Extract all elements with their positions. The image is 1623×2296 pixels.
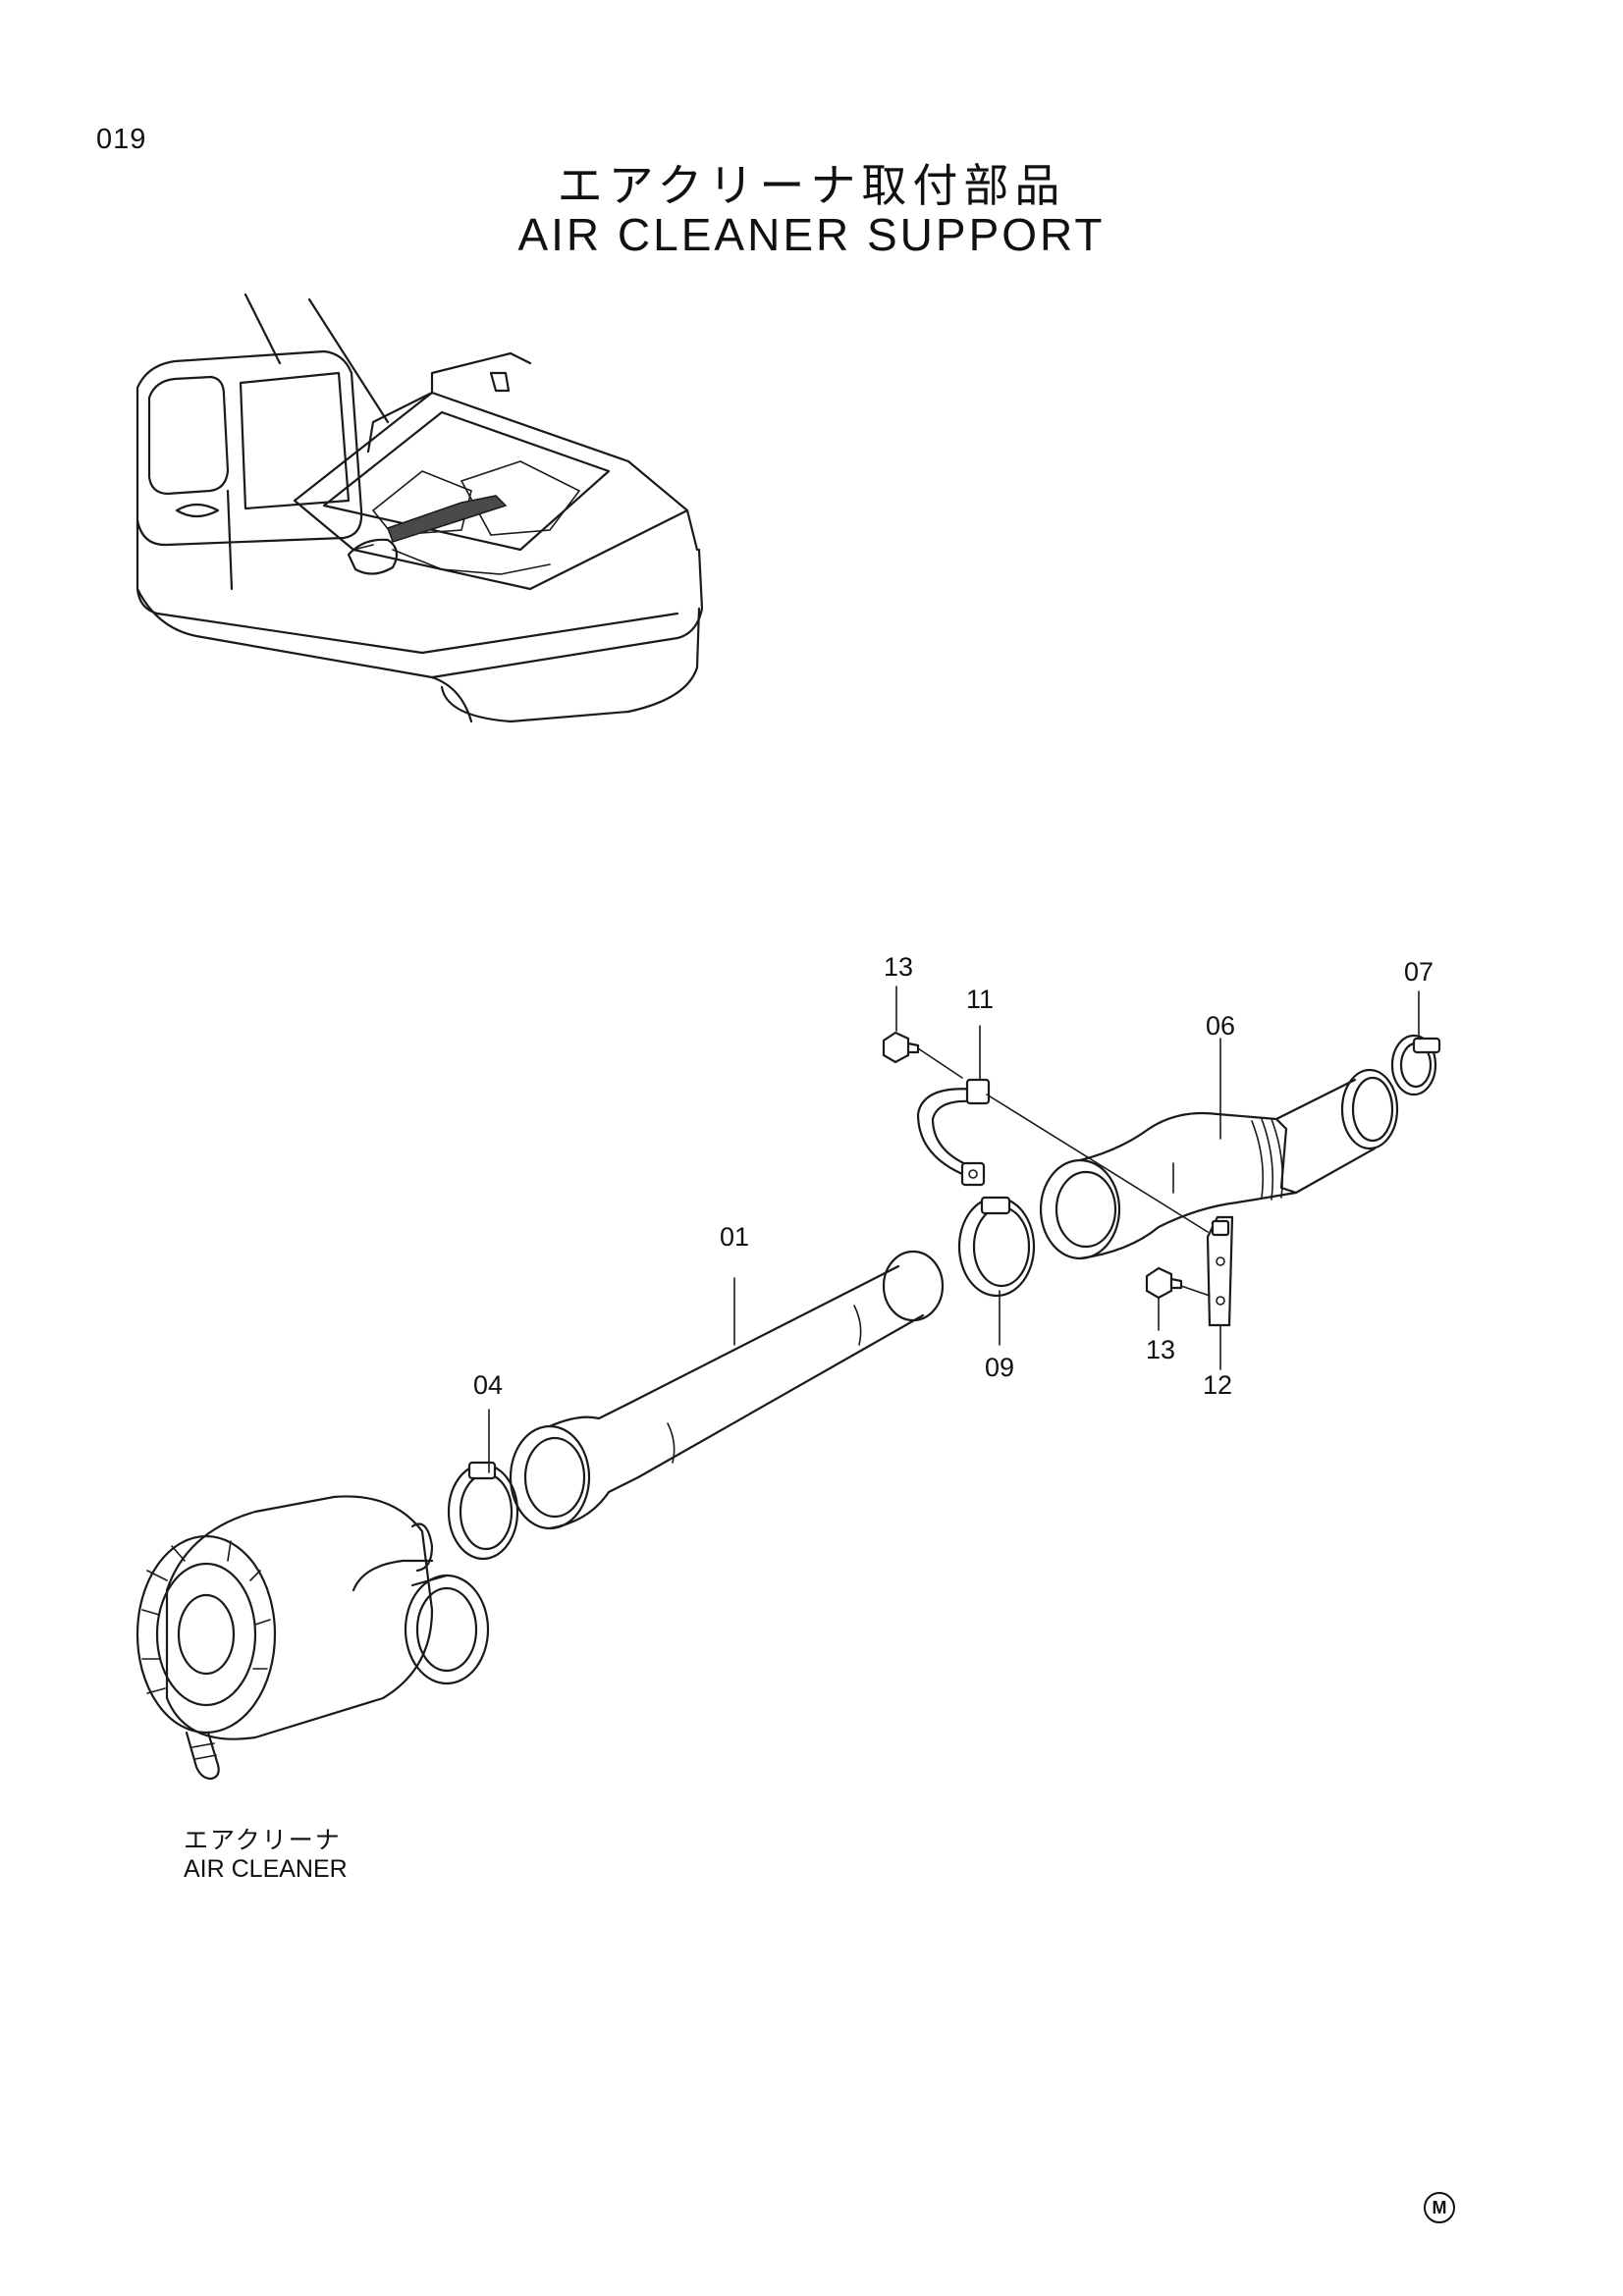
callout-09: 09	[984, 1353, 1015, 1382]
callout-13-upper: 13	[883, 952, 914, 982]
page-title: AIR CLEANER SUPPORT	[517, 209, 1106, 260]
m-mark: M	[1424, 2192, 1455, 2223]
callout-06: 06	[1205, 1011, 1236, 1041]
callout-01: 01	[719, 1222, 750, 1252]
air-cleaner-body	[135, 1495, 490, 1781]
page-number: 019	[96, 124, 147, 155]
air-cleaner-label: AIR CLEANER	[184, 1855, 348, 1883]
callout-07: 07	[1403, 957, 1434, 987]
page-title-japanese: エアクリーナ取付部品	[557, 159, 1066, 212]
air-hose-01	[509, 1250, 945, 1530]
elbow-hose-06	[1039, 1068, 1399, 1260]
hose-clamp-04	[447, 1461, 519, 1561]
callout-12: 12	[1202, 1370, 1233, 1400]
callout-04: 04	[472, 1370, 504, 1400]
hose-clamp-07	[1390, 1034, 1441, 1096]
plate-12	[1206, 1215, 1234, 1327]
bolt-13-upper	[882, 1031, 920, 1064]
leader-lines	[488, 986, 1420, 1473]
callout-11: 11	[965, 985, 995, 1014]
bolt-13-lower	[1145, 1266, 1183, 1300]
hose-clamp-09	[957, 1196, 1036, 1298]
excavator-location-view	[135, 293, 704, 723]
bracket-11	[916, 1078, 991, 1187]
callout-13-lower: 13	[1145, 1335, 1176, 1364]
air-cleaner-label-japanese: エアクリーナ	[184, 1826, 342, 1854]
